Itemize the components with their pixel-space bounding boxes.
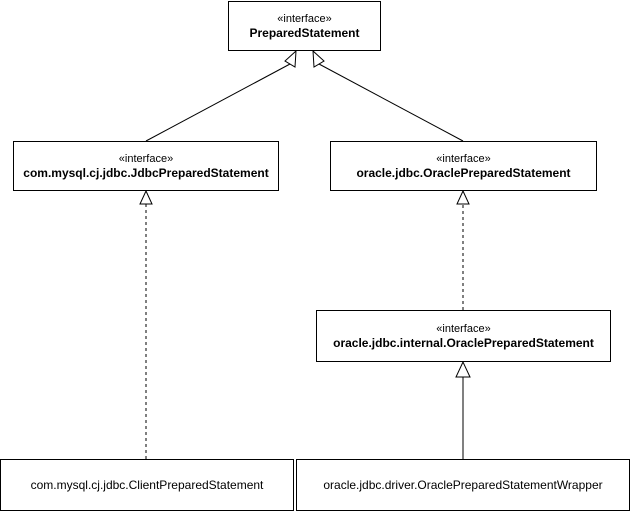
generalization-line-oracle <box>318 63 464 142</box>
prepared-statement-interface-box[interactable]: «interface» PreparedStatement <box>228 1 381 51</box>
stereotype-label: «interface» <box>436 323 491 335</box>
class-name-label: oracle.jdbc.driver.OraclePreparedStateme… <box>323 478 603 492</box>
stereotype-label: «interface» <box>277 13 332 25</box>
oracle-prepared-statement-interface-box[interactable]: «interface» oracle.jdbc.OraclePreparedSt… <box>330 141 597 191</box>
class-name-label: PreparedStatement <box>249 26 360 40</box>
generalization-arrowhead-jdbc <box>284 49 297 68</box>
class-name-label: com.mysql.cj.jdbc.JdbcPreparedStatement <box>23 166 269 180</box>
client-prepared-statement-class-box[interactable]: com.mysql.cj.jdbc.ClientPreparedStatemen… <box>0 459 294 511</box>
generalization-line-jdbc <box>145 63 291 142</box>
stereotype-label: «interface» <box>118 153 174 165</box>
generalization-arrowhead-wrapper <box>455 360 471 378</box>
class-name-label: com.mysql.cj.jdbc.ClientPreparedStatemen… <box>30 478 264 492</box>
jdbc-prepared-statement-interface-box[interactable]: «interface» com.mysql.cj.jdbc.JdbcPrepar… <box>13 141 279 191</box>
generalization-arrowhead-oracle <box>312 49 325 68</box>
realization-arrowhead-client <box>139 189 153 205</box>
stereotype-label: «interface» <box>436 153 491 165</box>
class-name-label: oracle.jdbc.OraclePreparedStatement <box>356 166 571 180</box>
oracle-internal-prepared-statement-interface-box[interactable]: «interface» oracle.jdbc.internal.OracleP… <box>316 310 611 362</box>
realization-arrowhead-oracle-internal <box>456 189 470 205</box>
class-name-label: oracle.jdbc.internal.OraclePreparedState… <box>333 336 594 350</box>
oracle-prepared-statement-wrapper-class-box[interactable]: oracle.jdbc.driver.OraclePreparedStateme… <box>296 459 630 511</box>
